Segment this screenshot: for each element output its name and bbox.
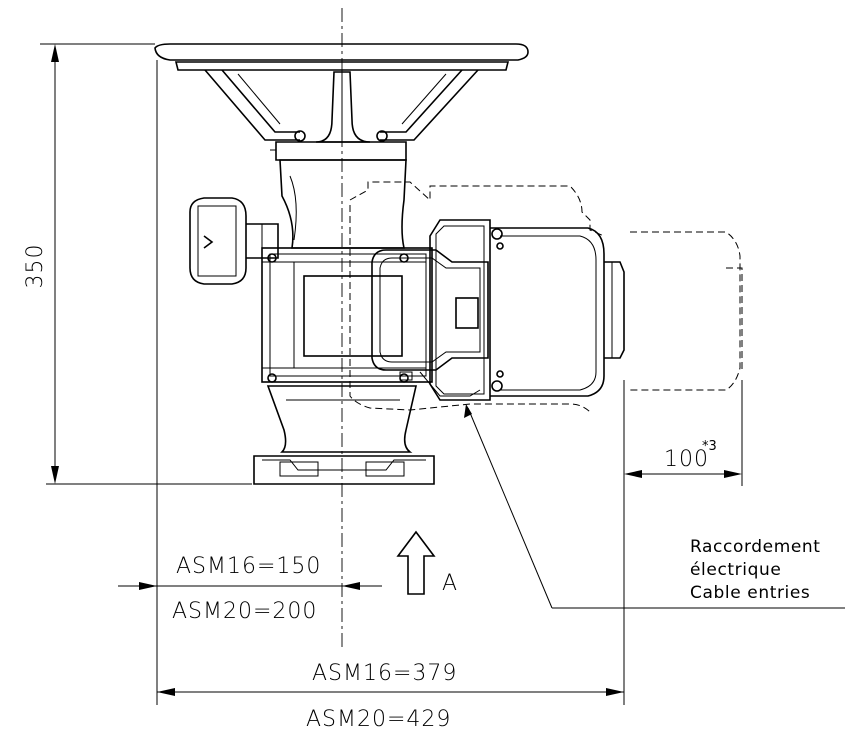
dimension-height <box>40 43 252 485</box>
terminal-box <box>371 249 489 397</box>
asm16-379-label: ASM16=379 <box>312 661 457 686</box>
dimension-left-offset <box>118 582 382 590</box>
view-arrow-a <box>396 530 436 595</box>
base-flange <box>253 385 435 485</box>
height-dim-label: 350 <box>23 244 48 289</box>
callout-line-1: Raccordement <box>690 537 821 557</box>
right-offset-superscript: *3 <box>702 439 717 454</box>
asm20-429-label: ASM20=429 <box>306 707 451 732</box>
dimension-right-offset <box>623 380 743 705</box>
actuator-motor <box>429 219 625 401</box>
declutch-knob <box>189 197 279 285</box>
view-a-label: A <box>442 571 458 596</box>
upper-housing <box>270 141 407 249</box>
handwheel <box>154 43 529 143</box>
dimension-overall-width <box>157 688 624 696</box>
gearbox-body <box>261 247 433 383</box>
alternate-outline <box>349 181 743 413</box>
callout-line-2: électrique <box>690 560 781 580</box>
callout-leader <box>464 404 845 609</box>
asm16-150-label: ASM16=150 <box>176 554 321 579</box>
callout-line-3: Cable entries <box>690 583 810 603</box>
right-offset-label: 100 <box>664 447 709 472</box>
asm20-200-label: ASM20=200 <box>172 599 317 624</box>
